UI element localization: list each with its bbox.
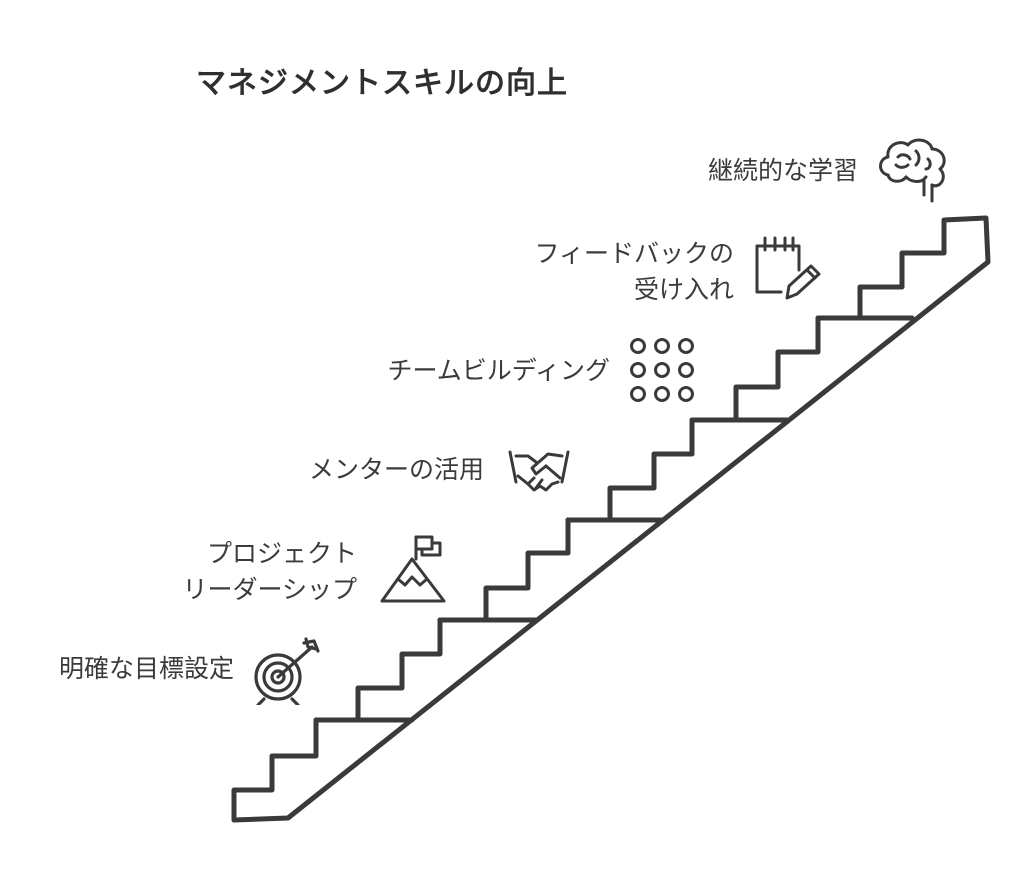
brain-icon [879,138,946,203]
step-label-line: 継続的な学習 [707,156,858,185]
step-label-goal-setting: 明確な目標設定 [59,651,234,687]
staircase-steps [231,215,991,823]
step-label-project-leadership: プロジェクト リーダーシップ [182,536,357,608]
step-label-mentor: メンターの活用 [309,452,484,488]
step-label-feedback: フィードバックの 受け入れ [534,236,734,308]
step-label-line: 明確な目標設定 [58,654,234,683]
step-label-line: プロジェクト [206,539,357,568]
dots-grid-icon [630,338,694,402]
step-label-line: 受け入れ [633,275,734,304]
step-label-line: フィードバックの [534,239,734,268]
step-label-team-building: チームビルディング [387,353,610,389]
step-label-line: メンターの活用 [308,455,484,484]
target-icon [254,637,320,705]
step-label-line: リーダーシップ [182,575,357,604]
mountain-flag-icon [380,535,446,603]
notepad-pencil-icon [755,236,821,300]
handshake-icon [508,450,570,492]
step-label-continuous-learning: 継続的な学習 [708,153,858,189]
stair-tread-lines [313,315,915,723]
step-label-line: チームビルディング [387,356,610,385]
diagram-title: マネジメントスキルの向上 [196,66,568,101]
